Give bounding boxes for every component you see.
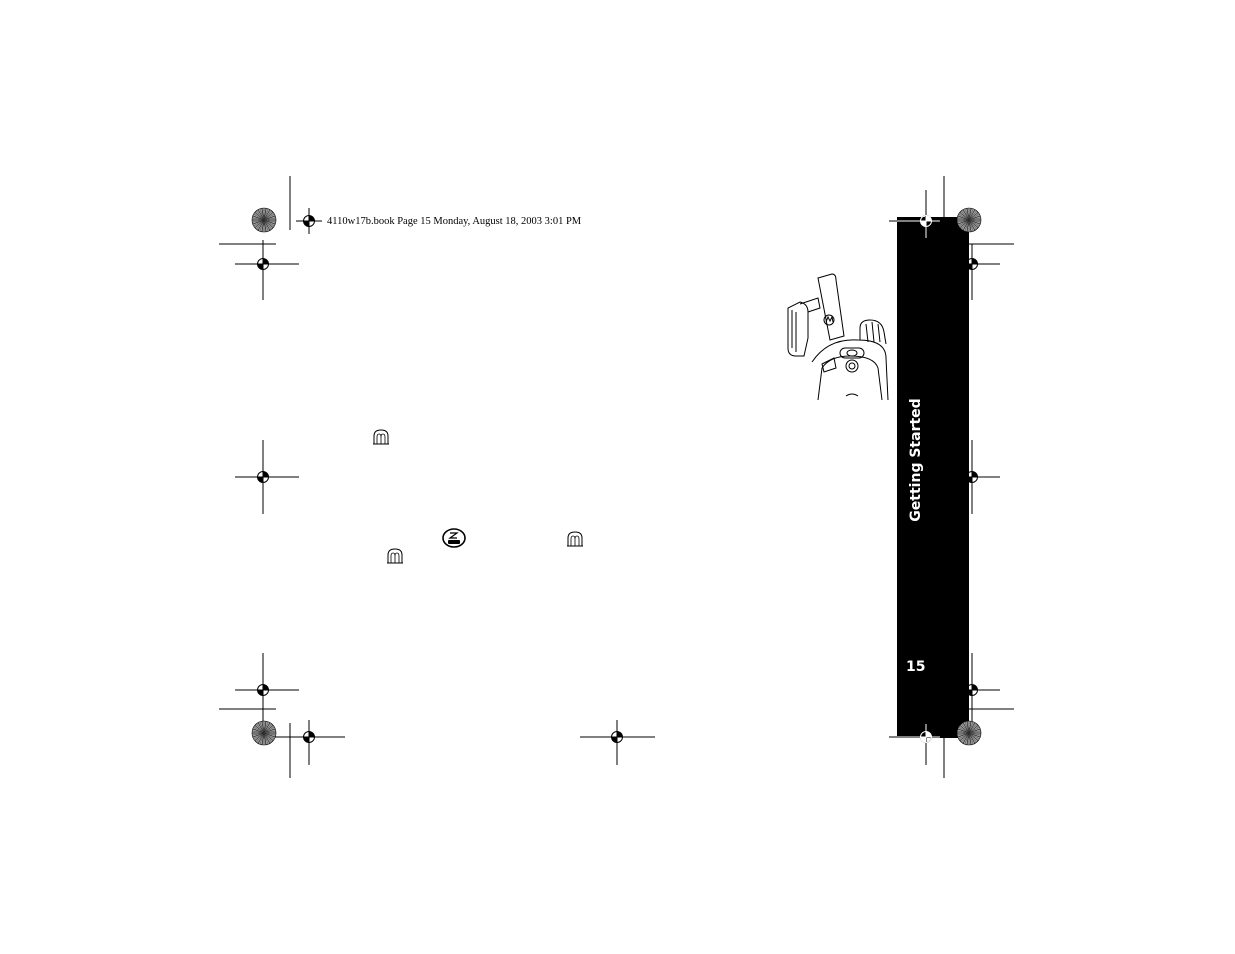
mon-button-icon [442, 528, 466, 548]
file-info-header: 4110w17b.book Page 15 Monday, August 18,… [327, 216, 582, 227]
starburst-target [251, 207, 277, 233]
two-way-radio-illustration [787, 273, 889, 400]
ptt-button-icon [567, 531, 583, 547]
ptt-button-icon [387, 548, 403, 564]
starburst-target [251, 720, 277, 746]
page-number: 15 [906, 659, 926, 675]
starburst-target [956, 207, 982, 233]
section-title: Getting Started [908, 398, 924, 522]
ptt-button-icon [373, 429, 389, 445]
starburst-target [956, 720, 982, 746]
section-side-tab [897, 217, 969, 738]
